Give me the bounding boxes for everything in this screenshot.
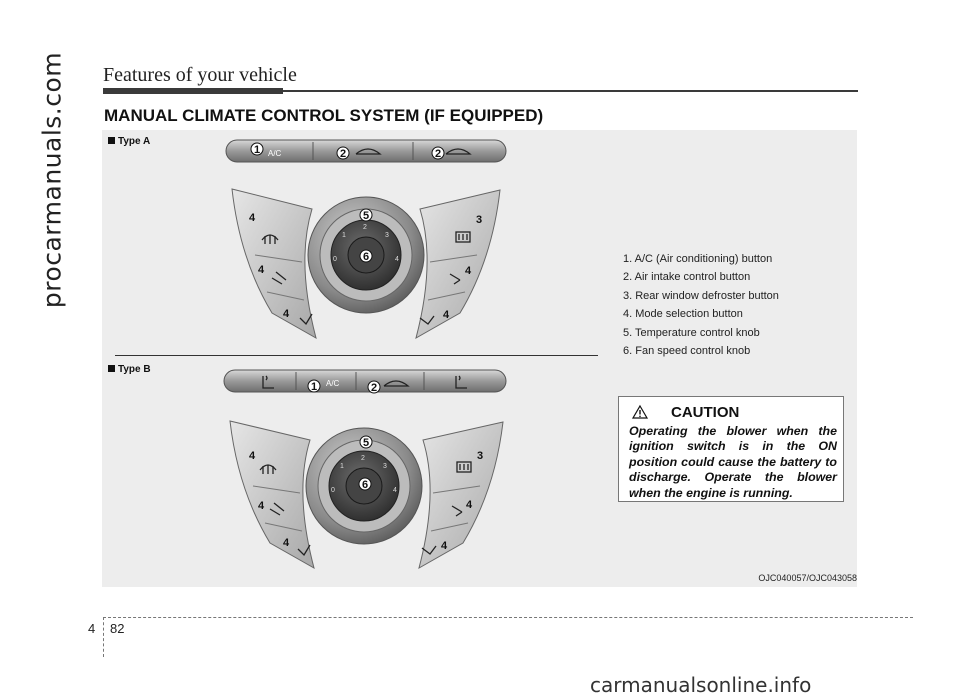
floor-icon [421, 545, 437, 555]
svg-text:2: 2 [435, 148, 441, 160]
type-divider [115, 355, 598, 356]
recirculate-icon [355, 148, 382, 155]
svg-text:6: 6 [362, 479, 368, 491]
rear-defrost-icon [456, 461, 472, 473]
svg-text:3: 3 [476, 214, 482, 226]
svg-text:4: 4 [249, 212, 256, 224]
section-title: Features of your vehicle [103, 64, 297, 86]
title-bar [103, 88, 283, 94]
footer-divider [103, 617, 104, 657]
ac-button-label: A/C [268, 149, 282, 158]
svg-text:1: 1 [342, 232, 346, 239]
svg-text:2: 2 [371, 382, 377, 394]
seat-heater-icon [455, 375, 467, 389]
svg-text:3: 3 [477, 450, 483, 462]
svg-text:0: 0 [331, 487, 335, 494]
svg-text:4: 4 [283, 537, 290, 549]
vent-icon [451, 505, 463, 517]
svg-text:2: 2 [361, 455, 365, 462]
svg-text:4: 4 [393, 487, 397, 494]
legend-item: 6. Fan speed control knob [623, 345, 751, 358]
vent-icon [271, 271, 287, 285]
footer-rule [103, 617, 913, 618]
ac-button-label-b: A/C [326, 379, 340, 388]
svg-text:5: 5 [363, 437, 369, 449]
recirculate-icon [445, 148, 472, 155]
svg-text:3: 3 [385, 232, 389, 239]
svg-text:4: 4 [441, 540, 448, 552]
svg-text:4: 4 [258, 500, 265, 512]
warning-icon [631, 404, 649, 419]
svg-text:4: 4 [258, 264, 265, 276]
svg-text:0: 0 [333, 256, 337, 263]
floor-icon [299, 313, 313, 326]
type-b-label: Type B [108, 364, 151, 375]
defrost-icon [261, 234, 279, 244]
vent-icon [269, 502, 285, 516]
svg-text:1: 1 [254, 144, 260, 156]
floor-icon [297, 544, 311, 557]
page-heading: MANUAL CLIMATE CONTROL SYSTEM (IF EQUIPP… [104, 106, 544, 125]
svg-text:4: 4 [283, 308, 290, 320]
svg-text:4: 4 [443, 309, 450, 321]
svg-text:1: 1 [340, 463, 344, 470]
legend-item: 3. Rear window defroster button [623, 289, 779, 302]
legend-item: 1. A/C (Air conditioning) button [623, 253, 773, 265]
svg-text:2: 2 [340, 148, 346, 160]
legend-item: 5. Temperature control knob [623, 326, 760, 339]
caution-title: CAUTION [671, 404, 740, 421]
svg-text:6: 6 [363, 251, 369, 263]
seat-heater-icon [262, 375, 274, 389]
page-number: 82 [110, 621, 125, 636]
page-section: 4 [88, 621, 96, 636]
type-a-label: Type A [108, 136, 150, 147]
svg-text:4: 4 [466, 499, 473, 511]
vent-icon [449, 273, 461, 285]
defrost-icon [259, 464, 277, 474]
rear-defrost-icon [455, 231, 471, 243]
svg-text:4: 4 [249, 450, 256, 462]
svg-text:3: 3 [383, 463, 387, 470]
svg-text:4: 4 [395, 256, 399, 263]
floor-icon [419, 315, 435, 325]
svg-text:2: 2 [363, 224, 367, 231]
svg-text:5: 5 [363, 210, 369, 222]
caution-text: Operating the blower when the ignition s… [629, 424, 837, 500]
legend-item: 2. Air intake control button [623, 271, 751, 284]
legend-list: 1. A/C (Air conditioning) button 2. Air … [623, 250, 779, 360]
image-code: OJC040057/OJC043058 [758, 573, 857, 583]
title-rule [283, 90, 858, 92]
site-watermark: carmanualsonline.info [590, 673, 812, 697]
recirculate-icon [383, 380, 410, 387]
legend-item: 4. Mode selection button [623, 308, 743, 321]
svg-text:4: 4 [465, 265, 472, 277]
svg-text:1: 1 [311, 381, 317, 393]
caution-box: CAUTION Operating the blower when the ig… [618, 396, 844, 502]
